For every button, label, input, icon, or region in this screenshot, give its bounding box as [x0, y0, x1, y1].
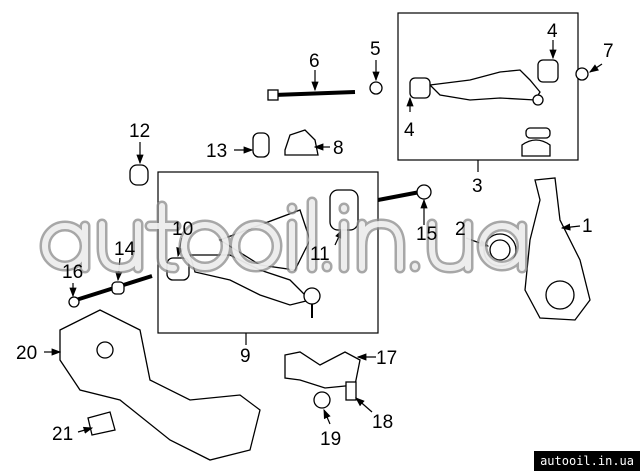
callout-1: 1	[582, 216, 593, 237]
callout-12: 12	[129, 121, 150, 142]
callout-3: 3	[472, 176, 483, 197]
callout-8: 8	[333, 138, 344, 159]
callout-15: 15	[416, 224, 437, 245]
callout-16: 16	[62, 262, 83, 283]
callout-17: 17	[376, 348, 397, 369]
callout-13: 13	[206, 141, 227, 162]
callout-19: 19	[320, 429, 341, 450]
upper-control-arm	[409, 59, 559, 157]
callout-10: 10	[172, 219, 193, 240]
callout-4: 4	[404, 120, 415, 141]
callout-5: 5	[370, 39, 381, 60]
callout-11: 11	[310, 244, 330, 265]
site-badge: autooil.in.ua	[534, 451, 640, 471]
callout-2: 2	[455, 219, 466, 240]
callout-21: 21	[52, 424, 73, 445]
callout-9: 9	[240, 346, 251, 367]
callout-6: 6	[309, 51, 320, 72]
callout-14: 14	[114, 239, 136, 260]
bolt	[273, 90, 356, 97]
upper-arm-group-box	[397, 12, 579, 161]
callout-7: 7	[603, 41, 614, 62]
callout-4: 4	[547, 21, 558, 42]
callout-20: 20	[16, 343, 37, 364]
callout-18: 18	[372, 412, 393, 433]
